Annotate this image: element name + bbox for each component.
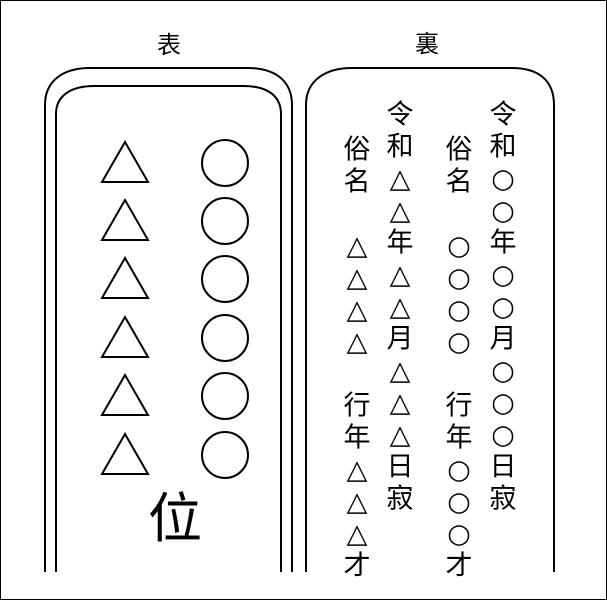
- inscription-char: ○: [447, 455, 471, 486]
- inscription-column-3: 令和△△年△△月△△△日寂: [387, 100, 414, 515]
- inscription-char: 和: [490, 132, 517, 163]
- triangle-symbol: [100, 431, 150, 475]
- inscription-char: 日: [490, 452, 517, 483]
- inscription-char: ○: [491, 420, 515, 451]
- inscription-char: 日: [387, 452, 414, 483]
- circle-symbol: [201, 431, 249, 479]
- inscription-char: 寂: [490, 484, 517, 515]
- inscription-char: 行: [344, 391, 371, 422]
- inscription-char: 令: [387, 100, 414, 131]
- front-symbol-grid: [100, 139, 249, 479]
- inscription-char: 名: [344, 167, 371, 198]
- circle-symbol: [201, 255, 249, 303]
- inscription-char: △: [390, 164, 411, 195]
- inscription-char: △: [390, 420, 411, 451]
- inscription-char: 年: [446, 423, 473, 454]
- inscription-char: 名: [446, 167, 473, 198]
- back-label: 裏: [415, 30, 439, 58]
- back-tablet: 裏 令和○○年○○月○○○日寂俗名○○○○行年○○○才令和△△年△△月△△△日寂…: [305, 30, 555, 582]
- back-outline: [305, 67, 555, 572]
- inscription-char: ○: [447, 327, 471, 358]
- circle-symbol: [201, 314, 249, 362]
- inscription-char: △: [347, 327, 368, 358]
- triangle-symbol: [100, 372, 150, 416]
- inscription-char: ○: [491, 260, 515, 291]
- front-tablet: 表 位: [44, 31, 293, 572]
- inscription-char: 俗: [344, 135, 371, 166]
- inscription-column-2: 俗名○○○○行年○○○才: [446, 135, 473, 582]
- inscription-char: 俗: [446, 135, 473, 166]
- inscription-column-4: 俗名△△△△行年△△△才: [344, 135, 371, 582]
- inscription-char: △: [347, 231, 368, 262]
- inscription-char: 行: [446, 391, 473, 422]
- back-inscription: 令和○○年○○月○○○日寂俗名○○○○行年○○○才令和△△年△△月△△△日寂俗名…: [344, 100, 517, 582]
- inscription-char: 才: [446, 551, 473, 582]
- inscription-char: ○: [491, 164, 515, 195]
- inscription-char: △: [347, 295, 368, 326]
- inscription-char: △: [390, 260, 411, 291]
- inscription-char: ○: [447, 519, 471, 550]
- inscription-char: △: [390, 388, 411, 419]
- inscription-char: 寂: [387, 484, 414, 515]
- inscription-char: ○: [447, 295, 471, 326]
- inscription-char: ○: [491, 292, 515, 323]
- inscription-char: 年: [344, 423, 371, 454]
- front-rank-char: 位: [148, 487, 202, 550]
- inscription-char: △: [347, 487, 368, 518]
- inscription-char: △: [347, 519, 368, 550]
- inscription-char: 月: [490, 324, 517, 355]
- circle-symbol: [201, 372, 249, 420]
- inscription-char: 才: [344, 551, 371, 582]
- inscription-char: △: [390, 356, 411, 387]
- inscription-char: △: [390, 292, 411, 323]
- inscription-char: ○: [491, 196, 515, 227]
- inscription-char: ○: [447, 263, 471, 294]
- inscription-char: 年: [387, 228, 414, 259]
- inscription-char: 月: [387, 324, 414, 355]
- inscription-char: ○: [447, 487, 471, 518]
- inscription-char: 年: [490, 228, 517, 259]
- inscription-char: ○: [491, 356, 515, 387]
- inscription-char: 和: [387, 132, 414, 163]
- triangle-symbol: [100, 314, 150, 358]
- inscription-char: ○: [447, 231, 471, 262]
- inscription-char: △: [390, 196, 411, 227]
- inscription-column-1: 令和○○年○○月○○○日寂: [490, 100, 517, 515]
- front-inner-outline: [55, 85, 282, 572]
- triangle-symbol: [100, 197, 150, 241]
- inscription-char: △: [347, 263, 368, 294]
- inscription-char: ○: [491, 388, 515, 419]
- circle-symbol: [201, 197, 249, 245]
- front-label: 表: [157, 31, 181, 59]
- front-outer-outline: [44, 67, 293, 572]
- inscription-char: 令: [490, 100, 517, 131]
- triangle-symbol: [100, 139, 150, 183]
- inscription-char: △: [347, 455, 368, 486]
- triangle-symbol: [100, 255, 150, 299]
- circle-symbol: [201, 139, 249, 187]
